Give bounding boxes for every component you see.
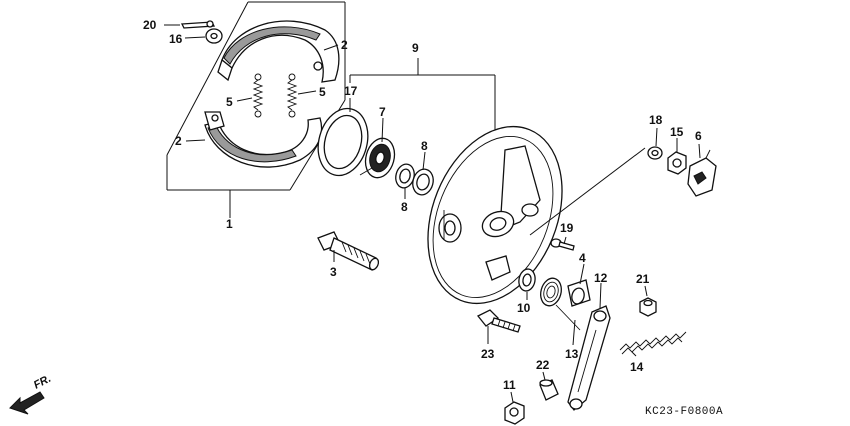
cable-joint [687,149,717,197]
arm-pivot [539,379,559,401]
callout-21: 22 [536,358,550,372]
brake-shoe-upper [217,20,340,83]
nut-14 [667,151,687,175]
nut-22 [504,401,525,425]
front-direction-label: FR. [32,373,53,392]
brake-arm [567,305,611,411]
callout-2-upper: 2 [341,38,348,52]
brake-shoe-lower [204,111,323,168]
callout-12: 13 [565,347,579,361]
washer-8-b [412,168,434,196]
callout-7: 7 [379,105,386,119]
callout-labels: 20 16 2 2 5 5 1 9 17 7 8 8 3 18 15 6 19 … [143,18,702,392]
washer-8-a [395,163,415,189]
callout-8-upper: 8 [421,139,428,153]
callout-6: 6 [695,129,702,143]
washer-15 [205,28,223,44]
callout-15: 16 [169,32,183,46]
cotter-pin [180,20,216,29]
screw-17 [550,238,575,251]
seal-ring [317,107,369,177]
shoe-spring-left [252,73,264,118]
callout-20: 20 [143,18,157,32]
callout-16: 17 [344,84,358,98]
dust-seal [518,268,536,292]
bolt-23 [476,309,521,333]
front-direction-arrow-icon [9,391,45,415]
callout-8-lower: 8 [401,200,408,214]
callout-2-lower: 2 [175,134,182,148]
drawing-code: KC23-F0800A [645,406,723,418]
callout-10: 10 [517,301,531,315]
callout-19: 18 [649,113,663,127]
callout-4: 4 [579,251,586,265]
washer-19 [647,146,663,160]
wear-indicator-plate [567,279,591,307]
callout-22: 11 [503,378,516,392]
callout-3: 3 [330,265,337,279]
callout-5-left: 5 [226,95,233,109]
leader-19 [529,147,646,236]
callout-23: 23 [481,347,495,361]
callout-11: 12 [594,271,608,285]
panel-group-bracket [349,58,496,150]
rod-spring [619,331,687,355]
brake-panel [427,125,563,305]
callout-5-right: 5 [319,85,326,99]
speedometer-gear [359,137,396,179]
callout-14: 15 [670,125,684,139]
nut-18 [639,297,657,317]
callout-18: 21 [636,272,650,286]
callout-17: 19 [560,221,574,235]
shoe-spring-right [286,73,298,118]
callout-9: 9 [412,41,419,55]
leader-lines [164,24,701,403]
callout-13: 14 [630,360,644,374]
return-spring [540,277,581,331]
pivot-bolt [317,231,380,271]
callout-1: 1 [226,217,233,231]
